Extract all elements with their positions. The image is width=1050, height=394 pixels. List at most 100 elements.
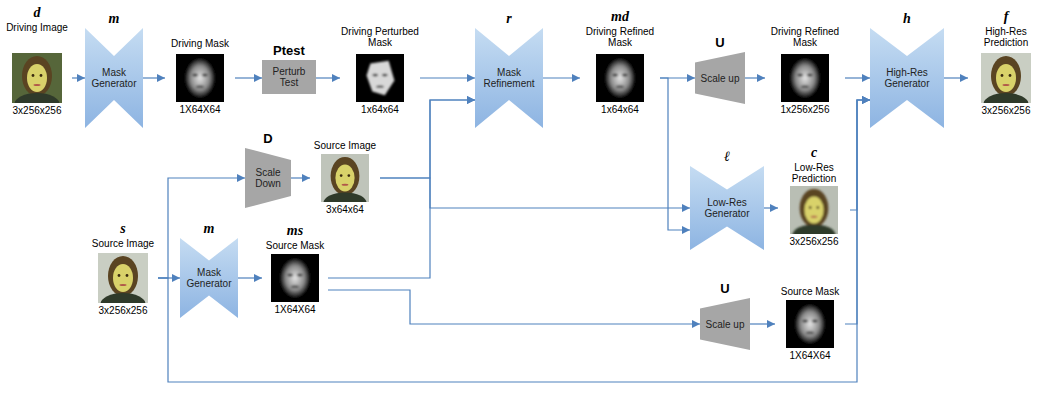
network-block: ℓLow-Res Generator — [690, 150, 764, 250]
flow-arrow — [316, 77, 340, 78]
picture-frame — [271, 254, 319, 302]
face-photo — [12, 53, 62, 103]
tensor-size: 3x64x64 — [326, 204, 364, 215]
tensor-size: 1X64X64 — [789, 350, 830, 361]
image-caption: Driving Refined Mask — [765, 26, 845, 48]
flow-arrow — [750, 323, 775, 324]
operation-block: D Scale Down — [245, 132, 291, 208]
image-caption: Driving Image — [6, 22, 68, 33]
flow-arrow — [845, 77, 870, 78]
face-photo — [321, 154, 369, 202]
operation-shape: Scale up — [695, 52, 745, 104]
picture-frame — [321, 154, 369, 202]
variable-symbol: ℓ — [724, 150, 730, 164]
image-caption: Driving Perturbed Mask — [340, 26, 420, 48]
variable-symbol: r — [506, 12, 511, 26]
image-block: mdDriving Refined Mask 1x64x64 — [580, 10, 660, 115]
picture-frame — [786, 300, 834, 348]
tensor-size: 1x256x256 — [781, 104, 830, 115]
face-mask — [786, 300, 834, 348]
picture-frame — [781, 54, 829, 102]
variable-symbol: f — [1004, 10, 1009, 24]
flow-arrow — [944, 77, 968, 78]
network-shape: Mask Generator — [85, 28, 143, 128]
picture-frame — [790, 186, 838, 234]
flow-arrow — [291, 177, 310, 178]
tensor-size: 1X64X64 — [179, 104, 220, 115]
operation-block: U Scale up — [700, 282, 750, 350]
variable-symbol: U — [720, 282, 729, 296]
image-caption: Driving Refined Mask — [580, 26, 660, 48]
block-label: High-Res Generator — [870, 67, 944, 89]
tensor-size: 3x256x256 — [13, 105, 62, 116]
block-label: Scale up — [698, 73, 743, 84]
network-block: hHigh-Res Generator — [870, 12, 944, 128]
image-block: msSource Mask 1X64X64 — [262, 224, 328, 315]
picture-frame — [98, 253, 148, 303]
variable-symbol: c — [811, 146, 817, 160]
flow-arrow — [420, 77, 475, 78]
variable-symbol: d — [34, 6, 41, 20]
image-block: dDriving Image 3x256x256 — [2, 6, 72, 116]
flow-arrow — [235, 77, 262, 78]
image-caption: Driving Mask — [171, 38, 229, 49]
network-block: mMask Generator — [85, 12, 143, 128]
face-mask — [596, 54, 644, 102]
block-label: Mask Generator — [85, 67, 143, 89]
variable-symbol: U — [715, 36, 724, 50]
variable-symbol: s — [120, 222, 125, 236]
image-caption: Low-Res Prediction — [778, 162, 850, 184]
flow-arrow — [238, 277, 262, 278]
image-block: fHigh-Res Prediction 3x256x256 — [968, 10, 1044, 116]
tensor-size: 3x256x256 — [790, 236, 839, 247]
tensor-size: 1x64x64 — [361, 104, 399, 115]
face-mask — [176, 54, 224, 102]
variable-symbol: D — [263, 132, 272, 146]
block-label: Mask Refinement — [475, 67, 543, 89]
picture-frame — [356, 54, 404, 102]
picture-frame — [176, 54, 224, 102]
image-caption: Source Image — [92, 238, 154, 249]
variable-symbol: h — [903, 12, 911, 26]
image-caption: Source Mask — [266, 240, 324, 251]
network-block: rMask Refinement — [475, 12, 543, 128]
flow-arrow — [328, 290, 700, 324]
flow-arrow — [143, 77, 165, 78]
variable-symbol: ms — [287, 224, 303, 238]
image-block: Source Image3x64x64 — [310, 140, 380, 215]
network-shape: Low-Res Generator — [690, 166, 764, 250]
operation-block: U Scale up — [695, 36, 745, 104]
flow-arrow — [158, 100, 870, 382]
block-label: Low-Res Generator — [690, 197, 764, 219]
variable-symbol: Ptest — [273, 44, 305, 58]
flow-arrow — [660, 78, 690, 230]
picture-frame — [981, 53, 1031, 103]
tensor-size: 1X64X64 — [274, 304, 315, 315]
image-block: Driving Mask 1X64X64 — [165, 38, 235, 115]
image-caption: High-Res Prediction — [968, 26, 1044, 48]
flow-arrow — [543, 77, 580, 78]
tensor-size: 1x64x64 — [601, 104, 639, 115]
operation-shape: Perturb Test — [262, 60, 316, 94]
variable-symbol: m — [109, 12, 120, 26]
image-block: Driving Refined Mask 1x256x256 — [765, 26, 845, 115]
flow-arrow — [328, 100, 475, 278]
tensor-size: 3x256x256 — [99, 305, 148, 316]
face-photo — [98, 253, 148, 303]
block-label: Scale up — [703, 319, 748, 330]
network-shape: Mask Generator — [180, 238, 238, 318]
operation-box: PtestPerturb Test — [262, 44, 316, 94]
picture-frame — [596, 54, 644, 102]
face-mask — [356, 54, 404, 102]
block-label: Perturb Test — [262, 66, 316, 88]
network-shape: High-Res Generator — [870, 28, 944, 128]
tensor-size: 3x256x256 — [982, 105, 1031, 116]
flow-arrow — [72, 77, 85, 78]
image-block: Source Mask1X64X64 — [775, 286, 845, 361]
image-block: cLow-Res Prediction 3x256x256 — [778, 146, 850, 247]
face-mask — [781, 54, 829, 102]
operation-shape: Scale Down — [245, 148, 291, 208]
picture-frame — [12, 53, 62, 103]
variable-symbol: md — [611, 10, 629, 24]
